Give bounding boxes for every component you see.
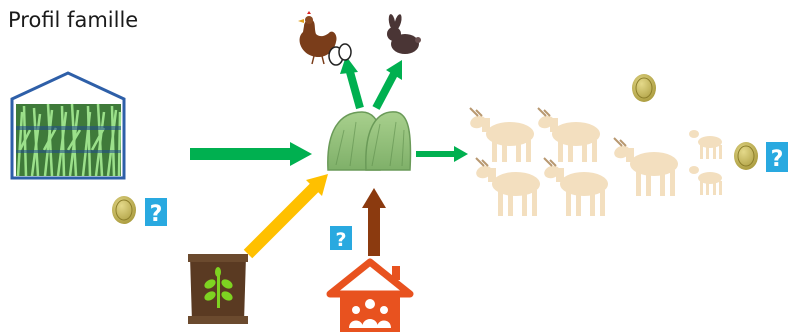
question-badge-label: ? [335, 229, 346, 251]
arrow-house-to-hay [362, 188, 386, 256]
question-badge-label: ? [150, 202, 163, 227]
arrow-feed-to-hay [248, 174, 328, 254]
coin-icon [734, 142, 758, 170]
hay-bales-icon [328, 112, 411, 170]
rabbit-icon [387, 13, 421, 54]
arrow-hay-to-rabbit [376, 60, 402, 108]
arrow-hay-to-goats [416, 146, 468, 162]
question-badge-label: ? [771, 147, 784, 172]
greenhouse-grass-icon [12, 73, 124, 178]
family-house-icon [330, 262, 410, 332]
arrow-greenhouse-to-hay [190, 142, 312, 166]
arrow-hay-to-eggs [340, 56, 360, 108]
coin-icon [632, 74, 656, 102]
coin-icon [112, 196, 136, 224]
question-badge-house: ? [330, 226, 352, 251]
question-badge-greenhouse: ? [145, 198, 167, 227]
goat-herd-icon [468, 108, 722, 216]
question-badge-goats: ? [766, 142, 788, 172]
feed-sack-icon [188, 254, 248, 324]
